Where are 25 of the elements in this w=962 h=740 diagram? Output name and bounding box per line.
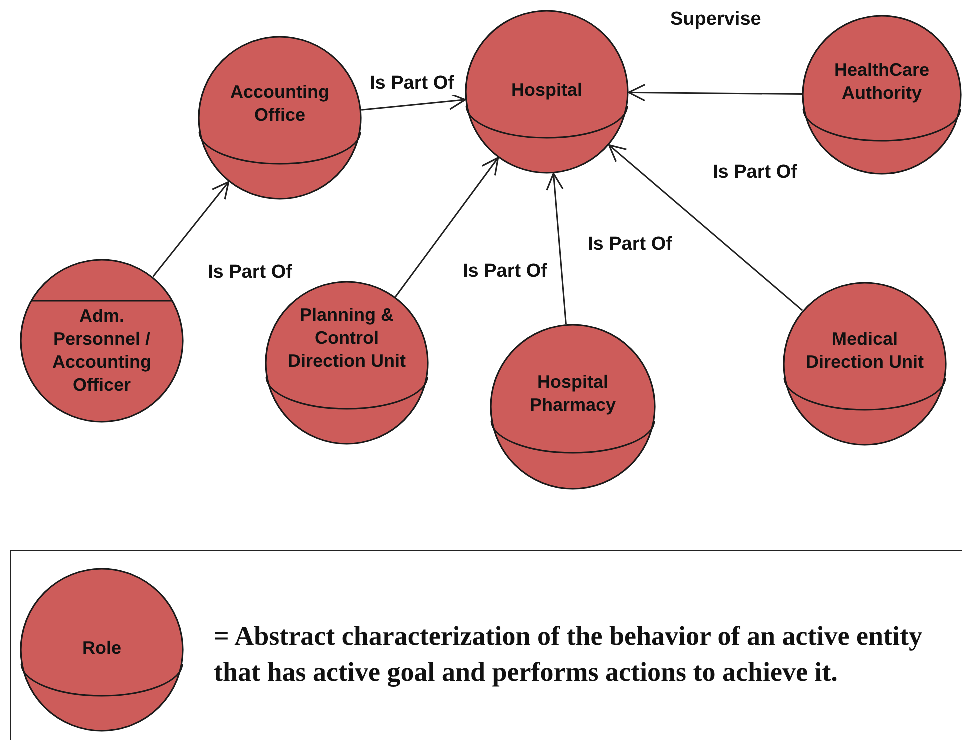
role-name: Adm. Personnel / Accounting Officer (52, 305, 152, 397)
role-name: Planning & Control Direction Unit (286, 304, 407, 373)
arrow (608, 144, 804, 312)
arrow (546, 172, 567, 324)
role-sphere (783, 282, 947, 446)
role-sphere (20, 568, 184, 732)
edge-label: Is Part Of (368, 73, 456, 95)
role-sphere (802, 15, 962, 175)
role-name: Hospital (510, 78, 584, 102)
legend-text: = Abstract characterization of the behavior of an active entity that has active goal and performs actions to achieve it. (214, 620, 924, 689)
arrow (152, 181, 230, 278)
role-name: Hospital Pharmacy (528, 371, 618, 417)
role-sphere (490, 324, 656, 490)
edge-label: Supervise (668, 9, 764, 31)
arrow (628, 84, 802, 102)
role-name: Accounting Office (230, 81, 330, 127)
role-name: Role (81, 637, 122, 660)
role-sphere (198, 36, 362, 200)
role-name: HealthCare Authority (833, 59, 931, 105)
arrow (395, 157, 500, 298)
role-sphere (265, 281, 429, 445)
arrow (362, 92, 466, 111)
role-sphere (20, 259, 184, 423)
role-name: Medical Direction Unit (804, 328, 925, 374)
role-sphere (465, 10, 629, 174)
